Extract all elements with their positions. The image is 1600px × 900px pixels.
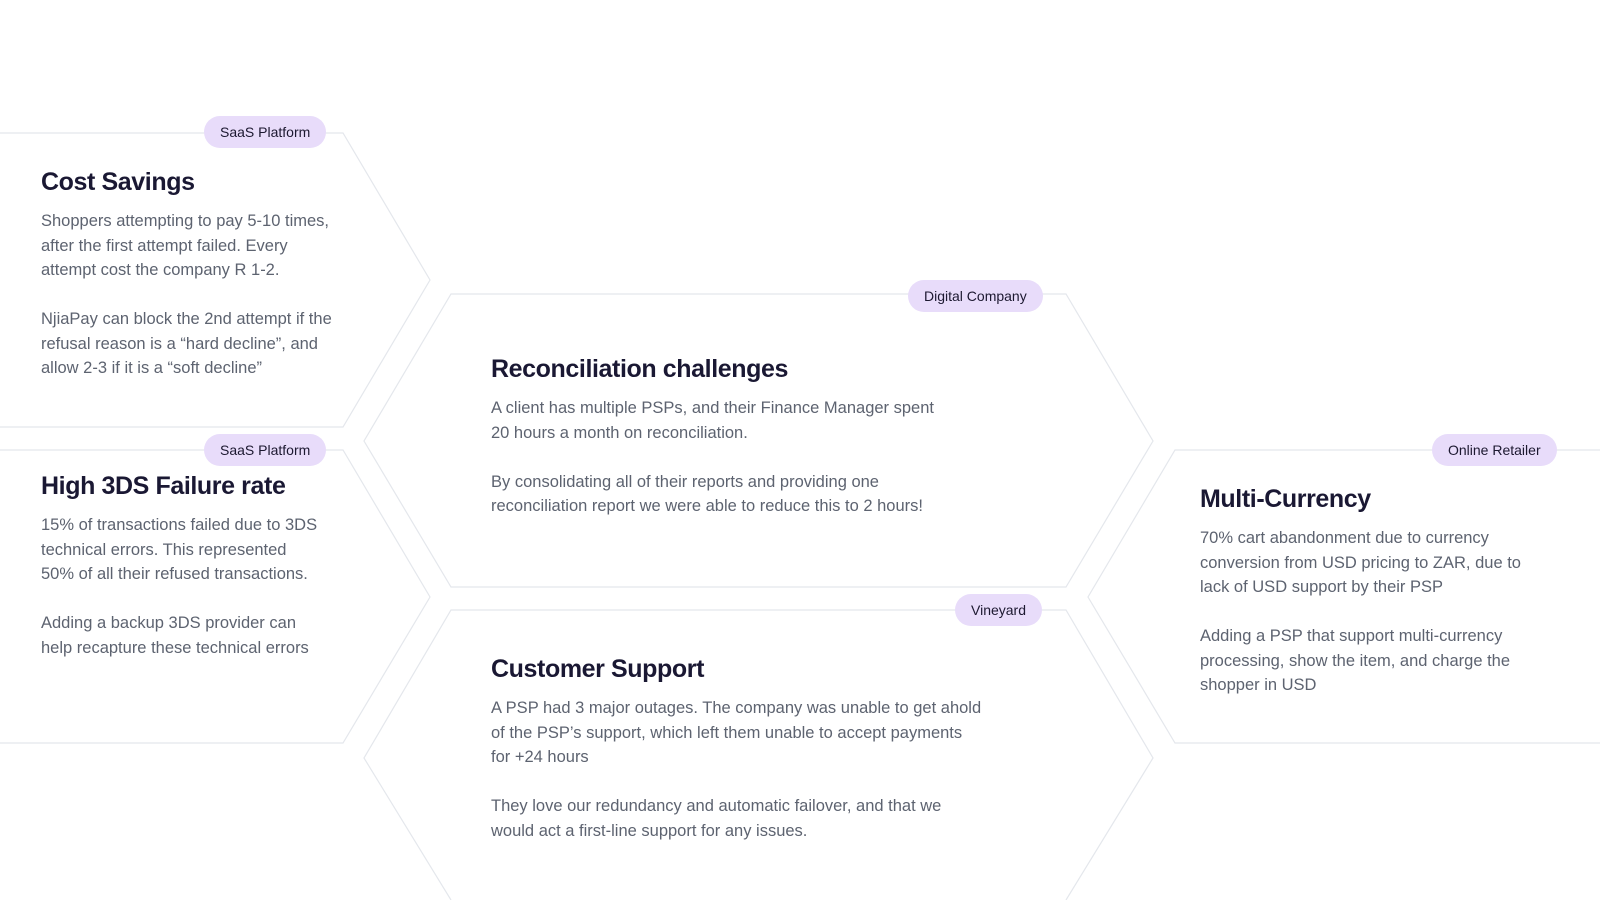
card-title: Customer Support xyxy=(491,655,705,683)
card-reconciliation: Reconciliation challenges A client has m… xyxy=(491,355,1011,519)
tag-vineyard: Vineyard xyxy=(955,594,1043,626)
card-paragraph: By consolidating all of their reports an… xyxy=(491,472,923,516)
card-customer-support: Customer Support A PSP had 3 major outag… xyxy=(491,655,1031,843)
card-title: High 3DS Failure rate xyxy=(41,472,286,500)
tag-saas-platform: SaaS Platform xyxy=(204,116,327,148)
hex-outline-multi-currency xyxy=(1087,449,1600,744)
card-paragraph: They love our redundancy and automatic f… xyxy=(491,797,942,840)
card-paragraph: Adding a backup 3DS provider can help re… xyxy=(41,614,309,657)
tag-saas-platform: SaaS Platform xyxy=(204,434,327,466)
card-cost-savings: Cost Savings Shoppers attempting to pay … xyxy=(41,168,371,381)
hex-outline-customer-support xyxy=(363,609,1154,900)
card-paragraph: Adding a PSP that support multi-currency… xyxy=(1200,627,1511,694)
card-title: Reconciliation challenges xyxy=(491,355,789,383)
card-paragraph: NjiaPay can block the 2nd attempt if the… xyxy=(41,310,332,377)
card-paragraph: 70% cart abandonment due to currency con… xyxy=(1200,529,1521,596)
hex-outline-reconciliation xyxy=(363,293,1154,588)
card-3ds-failure: High 3DS Failure rate 15% of transaction… xyxy=(41,472,371,660)
card-multi-currency: Multi-Currency 70% cart abandonment due … xyxy=(1200,485,1570,698)
card-title: Multi-Currency xyxy=(1200,485,1371,513)
card-paragraph: Shoppers attempting to pay 5-10 times, a… xyxy=(41,212,329,279)
card-paragraph: A client has multiple PSPs, and their Fi… xyxy=(491,399,934,442)
tag-online-retailer: Online Retailer xyxy=(1432,434,1557,466)
tag-digital-company: Digital Company xyxy=(908,280,1043,312)
card-paragraph: 15% of transactions failed due to 3DS te… xyxy=(41,516,318,583)
card-title: Cost Savings xyxy=(41,168,195,196)
card-paragraph: A PSP had 3 major outages. The company w… xyxy=(491,699,982,766)
